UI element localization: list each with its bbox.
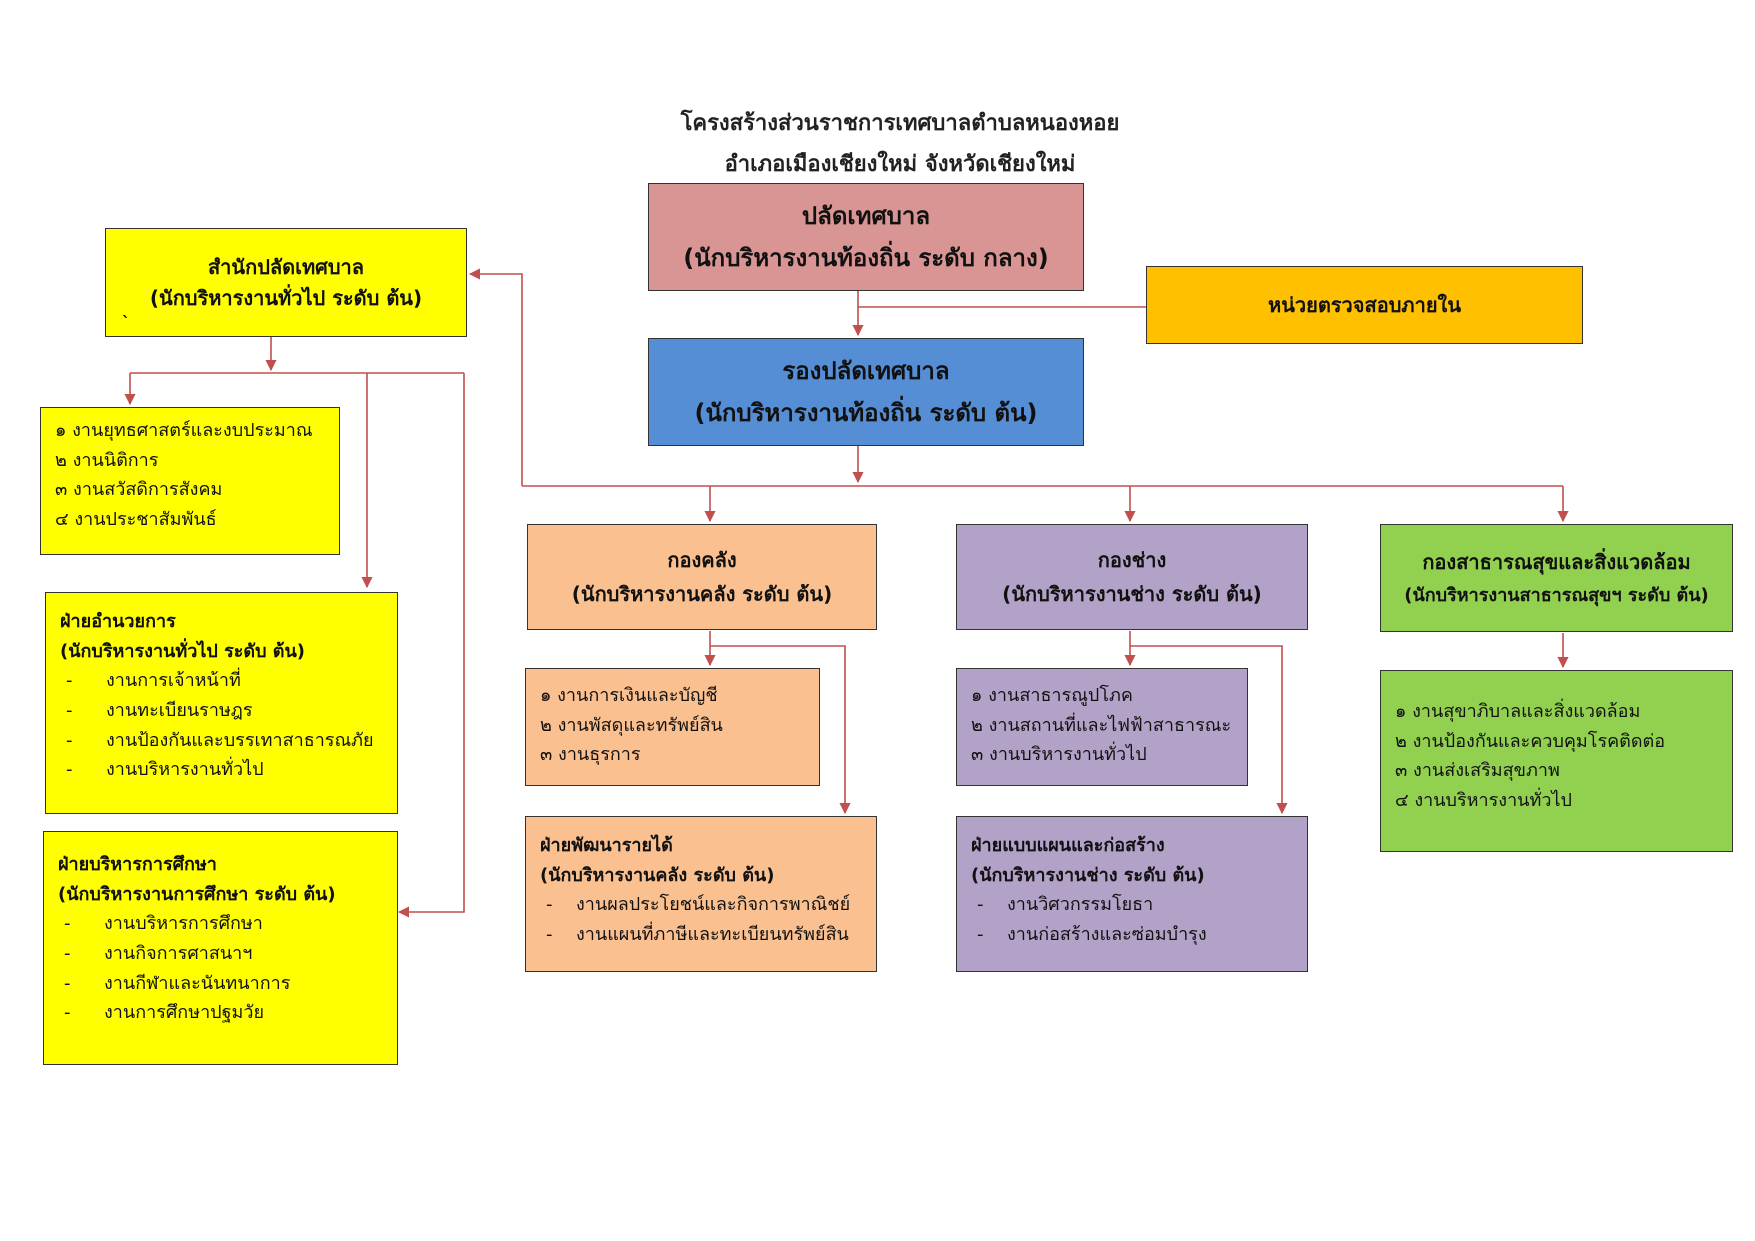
- engineering-title: กองช่าง: [1097, 548, 1167, 572]
- dash: -: [64, 943, 71, 965]
- edu-item-1: -งานบริหารการศึกษา: [58, 909, 383, 939]
- revenue-section-subtitle: (นักบริหารงานคลัง ระดับ ต้น): [540, 864, 775, 886]
- health-title: กองสาธารณสุขและสิ่งแวดล้อม: [1422, 549, 1691, 574]
- office-task-3: ๓ งานสวัสดิการสังคม: [55, 479, 223, 501]
- finance-task-3: ๓ งานธุรการ: [540, 744, 641, 766]
- office-task-2: ๒ งานนิติการ: [55, 449, 159, 471]
- engineering-tasks-box: ๑ งานสาธารณูปโภค ๒ งานสถานที่และไฟฟ้าสาธ…: [956, 668, 1248, 786]
- admin-section-subtitle: (นักบริหารงานทั่วไป ระดับ ต้น): [60, 640, 306, 662]
- finance-subtitle: (นักบริหารงานคลัง ระดับ ต้น): [571, 582, 833, 606]
- office-box: สำนักปลัดเทศบาล (นักบริหารงานทั่วไป ระดั…: [105, 228, 467, 337]
- connector-to-design: [1130, 645, 1288, 815]
- audit-box: หน่วยตรวจสอบภายใน: [1146, 266, 1583, 344]
- dash: -: [546, 894, 553, 916]
- edu-item-2: -งานกิจการศาสนาฯ: [58, 939, 383, 969]
- edu-section-title: ฝ่ายบริหารการศึกษา: [58, 854, 217, 875]
- office-task-1: ๑ งานยุทธศาสตร์และงบประมาณ: [55, 420, 313, 441]
- health-task-4: ๔ งานบริหารงานทั่วไป: [1395, 790, 1572, 812]
- finance-task-1: ๑ งานการเงินและบัญชี: [540, 685, 718, 706]
- office-mark: `: [122, 313, 130, 332]
- health-task-3: ๓ งานส่งเสริมสุขภาพ: [1395, 760, 1560, 782]
- revenue-item-2: -งานแผนที่ภาษีและทะเบียนทรัพย์สิน: [540, 920, 862, 950]
- office-tasks-box: ๑ งานยุทธศาสตร์และงบประมาณ ๒ งานนิติการ …: [40, 407, 340, 555]
- connector-to-revenue: [710, 645, 851, 815]
- dash: -: [64, 913, 71, 935]
- edu-item-4: -งานการศึกษาปฐมวัย: [58, 998, 383, 1028]
- design-item-2: -งานก่อสร้างและซ่อมบำรุง: [971, 920, 1293, 950]
- engineering-task-2: ๒ งานสถานที่และไฟฟ้าสาธารณะ: [971, 714, 1232, 736]
- engineering-subtitle: (นักบริหารงานช่าง ระดับ ต้น): [1002, 582, 1262, 606]
- health-task-1: ๑ งานสุขาภิบาลและสิ่งแวดล้อม: [1395, 701, 1641, 722]
- health-box: กองสาธารณสุขและสิ่งแวดล้อม (นักบริหารงาน…: [1380, 524, 1733, 632]
- design-item-1: -งานวิศวกรรมโยธา: [971, 890, 1293, 920]
- admin-item-3: -งานป้องกันและบรรเทาสาธารณภัย: [60, 726, 383, 756]
- dash: -: [64, 1002, 71, 1024]
- connector-to-edu: [397, 373, 465, 918]
- office-subtitle: (นักบริหารงานทั่วไป ระดับ ต้น): [149, 285, 423, 310]
- revenue-section-box: ฝ่ายพัฒนารายได้ (นักบริหารงานคลัง ระดับ …: [525, 816, 877, 972]
- admin-item-4: -งานบริหารงานทั่วไป: [60, 755, 383, 785]
- chart-title-line1: โครงสร้างส่วนราชการเทศบาลตำบลหนองหอย: [680, 111, 1120, 136]
- revenue-section-title: ฝ่ายพัฒนารายได้: [540, 835, 673, 856]
- finance-tasks-box: ๑ งานการเงินและบัญชี ๒ งานพัสดุและทรัพย์…: [525, 668, 820, 786]
- admin-section-title: ฝ่ายอำนวยการ: [60, 611, 176, 632]
- edu-section-subtitle: (นักบริหารงานการศึกษา ระดับ ต้น): [58, 883, 336, 905]
- edu-section-box: ฝ่ายบริหารการศึกษา (นักบริหารงานการศึกษา…: [43, 831, 398, 1065]
- rong-palat-title: รองปลัดเทศบาล: [782, 357, 950, 385]
- edu-item-3: -งานกีฬาและนันทนาการ: [58, 969, 383, 999]
- revenue-item-1: -งานผลประโยชน์และกิจการพาณิชย์: [540, 890, 862, 920]
- engineering-box: กองช่าง (นักบริหารงานช่าง ระดับ ต้น): [956, 524, 1308, 630]
- health-subtitle: (นักบริหารงานสาธารณสุขฯ ระดับ ต้น): [1404, 584, 1709, 606]
- audit-title: หน่วยตรวจสอบภายใน: [1268, 292, 1461, 317]
- finance-task-2: ๒ งานพัสดุและทรัพย์สิน: [540, 714, 723, 736]
- admin-item-2: -งานทะเบียนราษฎร: [60, 696, 383, 726]
- dash: -: [977, 894, 984, 916]
- palat-title: ปลัดเทศบาล: [801, 202, 931, 230]
- health-task-2: ๒ งานป้องกันและควบคุมโรคติดต่อ: [1395, 730, 1666, 752]
- connector-to-office: [468, 268, 523, 486]
- dash: -: [66, 700, 73, 722]
- palat-box: ปลัดเทศบาล (นักบริหารงานท้องถิ่น ระดับ ก…: [648, 183, 1084, 291]
- finance-title: กองคลัง: [667, 548, 737, 572]
- finance-box: กองคลัง (นักบริหารงานคลัง ระดับ ต้น): [527, 524, 877, 630]
- design-section-subtitle: (นักบริหารงานช่าง ระดับ ต้น): [971, 864, 1205, 886]
- engineering-task-3: ๓ งานบริหารงานทั่วไป: [971, 744, 1147, 766]
- admin-item-1: -งานการเจ้าหน้าที่: [60, 666, 383, 696]
- health-tasks-box: ๑ งานสุขาภิบาลและสิ่งแวดล้อม ๒ งานป้องกั…: [1380, 670, 1733, 852]
- rong-palat-box: รองปลัดเทศบาล (นักบริหารงานท้องถิ่น ระดั…: [648, 338, 1084, 446]
- dash: -: [64, 972, 71, 994]
- dash: -: [66, 670, 73, 692]
- engineering-task-1: ๑ งานสาธารณูปโภค: [971, 685, 1133, 706]
- office-title: สำนักปลัดเทศบาล: [207, 254, 365, 279]
- design-section-box: ฝ่ายแบบแผนและก่อสร้าง (นักบริหารงานช่าง …: [956, 816, 1308, 972]
- design-section-title: ฝ่ายแบบแผนและก่อสร้าง: [971, 835, 1165, 856]
- admin-section-box: ฝ่ายอำนวยการ (นักบริหารงานทั่วไป ระดับ ต…: [45, 592, 398, 814]
- office-task-4: ๔ งานประชาสัมพันธ์: [55, 509, 217, 531]
- dash: -: [66, 729, 73, 751]
- chart-title-line2: อำเภอเมืองเชียงใหม่ จังหวัดเชียงใหม่: [724, 152, 1076, 177]
- palat-subtitle: (นักบริหารงานท้องถิ่น ระดับ กลาง): [683, 244, 1049, 272]
- rong-palat-subtitle: (นักบริหารงานท้องถิ่น ระดับ ต้น): [694, 399, 1038, 427]
- dash: -: [546, 924, 553, 946]
- dash: -: [977, 924, 984, 946]
- dash: -: [66, 759, 73, 781]
